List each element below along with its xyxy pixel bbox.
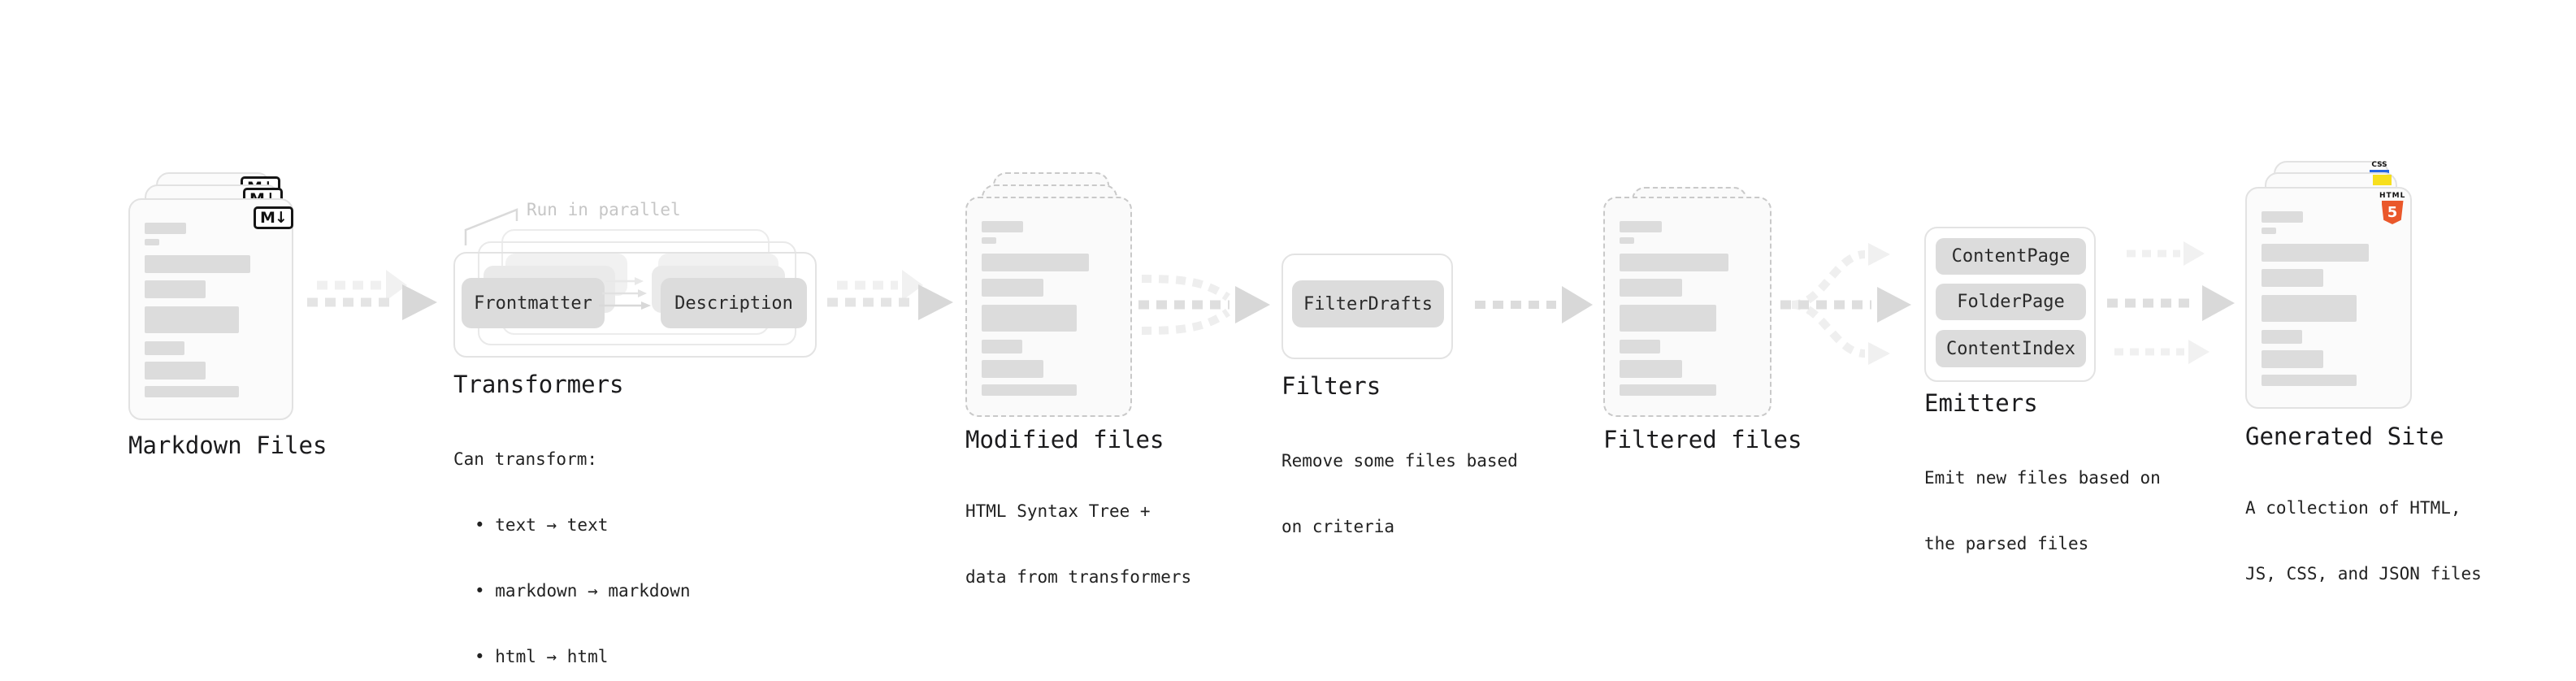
desc-line: on criteria (1281, 517, 1395, 536)
text-bar (145, 362, 206, 380)
text-bar (145, 280, 206, 298)
emitter-contentpage: ContentPage (1936, 238, 2086, 275)
doc-content-placeholder (967, 198, 1130, 396)
text-bar (1620, 237, 1635, 244)
filters-frame (1281, 254, 1453, 359)
text-bar (145, 255, 251, 273)
text-bar (1620, 384, 1716, 396)
text-bar (1620, 279, 1682, 297)
flow-arrow-filtered-to-emitters (1780, 243, 1911, 365)
desc-line: • html → html (475, 647, 609, 666)
generated-site-label: Generated Site (2245, 423, 2444, 450)
flow-arrow-modified-to-filters (1138, 275, 1270, 335)
text-bar (2262, 375, 2357, 386)
filters-description: Remove some files based on criteria (1281, 406, 1518, 582)
text-bar (1620, 305, 1716, 332)
html5-icon-shield: 5 (2381, 201, 2404, 224)
transformers-description: Can transform: • text → text • markdown … (453, 405, 691, 681)
text-bar (982, 305, 1078, 332)
text-bar (2262, 228, 2277, 234)
css-icon-underline (2370, 170, 2389, 173)
js-icon (2373, 175, 2392, 185)
emitters-label: Emitters (1924, 389, 2038, 417)
filtered-file-card-front (1603, 197, 1772, 417)
text-bar (2262, 295, 2357, 322)
text-bar (982, 384, 1078, 396)
text-bar (982, 340, 1022, 354)
generated-site-description: A collection of HTML, JS, CSS, and JSON … (2245, 453, 2482, 629)
filters-label: Filters (1281, 372, 1381, 400)
text-bar (2262, 269, 2323, 287)
text-bar (1620, 254, 1728, 271)
transformers-label: Transformers (453, 371, 624, 398)
text-bar (145, 341, 184, 355)
text-bar (2262, 211, 2304, 223)
text-bar (145, 386, 239, 397)
css-icon: CSS (2369, 162, 2390, 173)
run-in-parallel-annotation: Run in parallel (527, 200, 681, 219)
desc-line: the parsed files (1924, 534, 2089, 553)
text-bar (1620, 360, 1682, 378)
desc-line: HTML Syntax Tree + (965, 501, 1151, 521)
generated-file-card-front (2245, 187, 2412, 409)
text-bar (2262, 244, 2369, 262)
markdown-files-label: Markdown Files (128, 432, 327, 459)
text-bar (982, 237, 997, 244)
desc-line: A collection of HTML, (2245, 498, 2461, 518)
markdown-icon: M↓ (254, 206, 293, 229)
text-bar (145, 306, 239, 333)
html5-icon-label: HTML (2379, 192, 2406, 200)
annotation-callout-line (464, 208, 518, 245)
html5-icon: HTML 5 (2379, 192, 2405, 224)
emitter-folderpage: FolderPage (1936, 284, 2086, 320)
filtered-files-label: Filtered files (1603, 426, 1802, 453)
text-bar (145, 223, 186, 234)
flow-arrow-transformers-to-modified (827, 270, 953, 320)
text-bar (982, 221, 1024, 232)
doc-content-placeholder (1605, 198, 1770, 396)
desc-line: Can transform: (453, 449, 598, 469)
modified-files-label: Modified files (965, 426, 1164, 453)
desc-line: data from transformers (965, 567, 1192, 587)
markdown-file-card-front (128, 198, 293, 420)
text-bar (1620, 221, 1662, 232)
flow-arrow-markdown-to-transformers (307, 270, 437, 320)
emitter-contentindex: ContentIndex (1936, 330, 2086, 367)
desc-line: • text → text (475, 515, 609, 535)
desc-line: • markdown → markdown (475, 581, 691, 601)
transformer-step-frontmatter: Frontmatter (462, 278, 605, 328)
flow-arrow-filters-to-filtered (1475, 286, 1593, 323)
text-bar (982, 360, 1043, 378)
desc-line: JS, CSS, and JSON files (2245, 564, 2482, 583)
desc-line: Emit new files based on (1924, 468, 2161, 488)
transformer-frame-front (453, 252, 817, 358)
text-bar (1620, 340, 1661, 354)
text-bar (145, 239, 159, 245)
emitters-frame (1924, 227, 2096, 382)
transformer-inner-arrows (599, 277, 651, 310)
modified-files-description: HTML Syntax Tree + data from transformer… (965, 457, 1191, 632)
text-bar (982, 254, 1089, 271)
flow-arrow-emitters-to-generated (2107, 241, 2235, 364)
emitters-description: Emit new files based on the parsed files (1924, 423, 2161, 599)
doc-content-placeholder (130, 200, 292, 397)
transformer-step-description: Description (661, 278, 807, 328)
filter-step-filterdrafts: FilterDrafts (1292, 280, 1444, 327)
desc-line: Remove some files based (1281, 451, 1518, 471)
text-bar (2262, 330, 2302, 344)
doc-content-placeholder (2247, 189, 2410, 386)
text-bar (982, 279, 1043, 297)
css-icon-label: CSS (2371, 161, 2387, 169)
text-bar (2262, 350, 2323, 368)
modified-file-card-front (965, 197, 1132, 417)
html5-icon-number: 5 (2387, 203, 2398, 221)
